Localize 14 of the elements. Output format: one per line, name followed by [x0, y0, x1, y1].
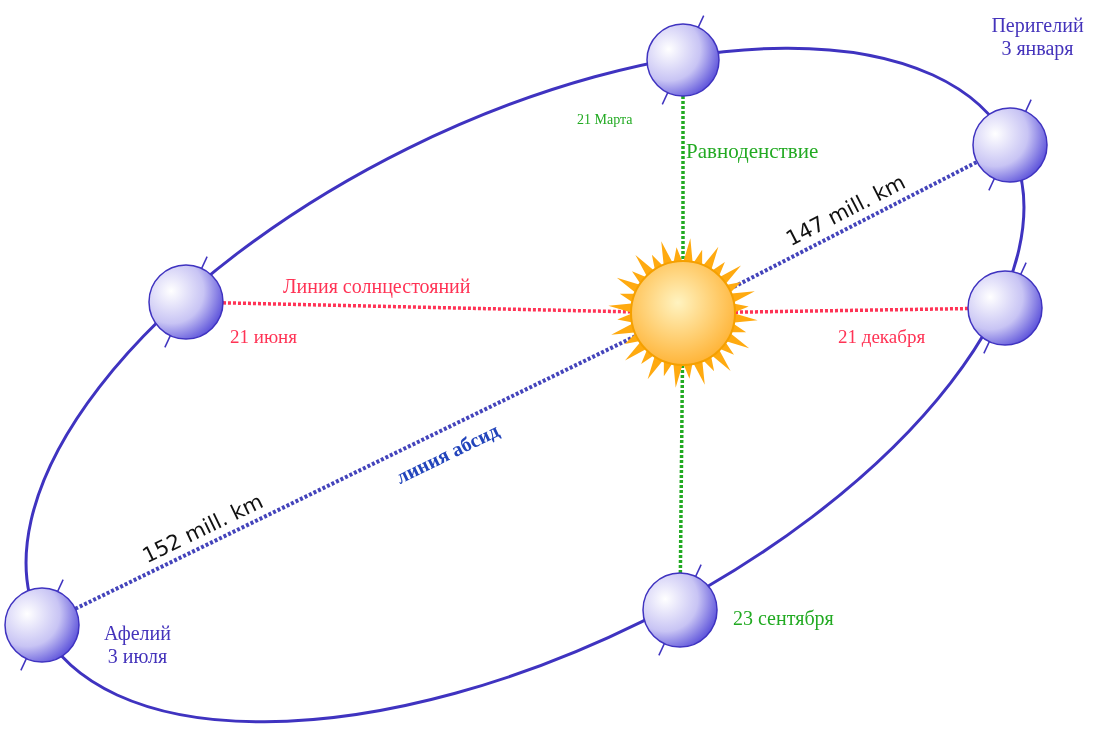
date-label: Афелий 3 июля — [103, 622, 172, 668]
dotted-line — [734, 306, 969, 314]
date-label: 21 июня — [230, 326, 298, 348]
date-label: 21 Марта — [577, 112, 633, 129]
date-label: 23 сентября — [733, 607, 834, 630]
dotted-line — [681, 96, 685, 261]
dotted-line — [222, 301, 632, 314]
line-label: Равноденствие — [686, 139, 819, 164]
dotted-line — [678, 364, 685, 573]
date-label: Перигелий 3 января — [990, 14, 1085, 60]
line-label: Линия солнцестояний — [283, 275, 471, 298]
date-label: 21 декабря — [838, 326, 926, 348]
line-label: линия абсид — [392, 418, 503, 489]
sun-drawing — [607, 237, 759, 389]
